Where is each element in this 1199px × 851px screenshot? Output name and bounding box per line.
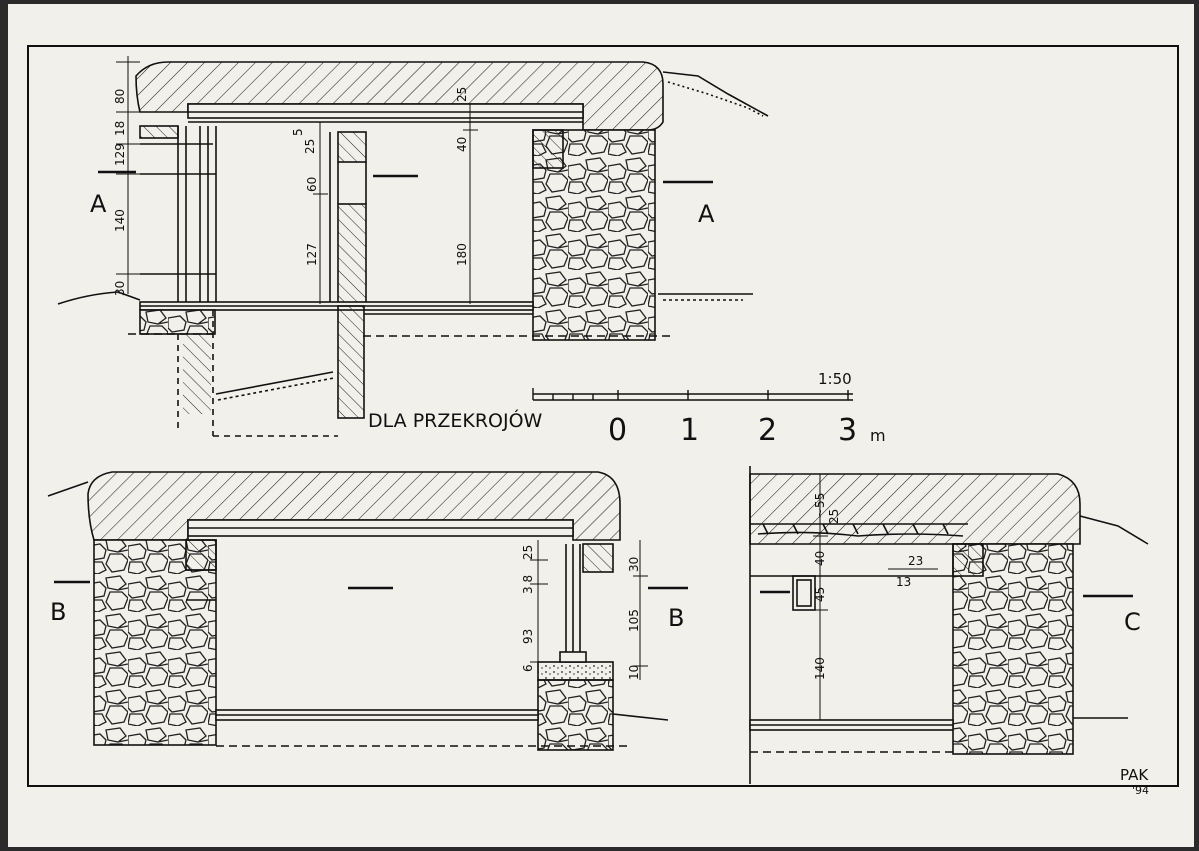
dim-b-93: 93: [521, 629, 535, 644]
section-label-b-left: B: [50, 598, 66, 626]
scale-caption: DLA PRZEKROJÓW: [368, 408, 543, 432]
scale-tick-1: 1: [680, 413, 699, 448]
dim-c-25: 25: [827, 509, 841, 524]
dim-c-45: 45: [813, 587, 827, 602]
signature-year: '94: [1132, 784, 1149, 797]
section-label-c-right: C: [1124, 608, 1141, 636]
section-c-drawing: [749, 466, 1149, 784]
dim-a-80: 80: [113, 89, 127, 104]
signature-initials: PAK: [1120, 766, 1149, 784]
section-label-a-left: A: [90, 190, 107, 218]
stone-wall-c: [952, 543, 1074, 755]
dim-a-140: 140: [113, 209, 127, 232]
drawing-sheet: A A 80 18 129 140 30 25 40 5 25 60 127 1…: [8, 4, 1194, 847]
dim-b-6: 6: [521, 664, 535, 672]
roof-slab-b: [87, 471, 621, 541]
dim-a-60: 60: [305, 177, 319, 192]
dim-a-25-top: 25: [455, 87, 469, 102]
dim-a-180: 180: [455, 243, 469, 266]
scale-tick-0: 0: [608, 413, 627, 448]
section-b-dimensions: B B 25 3 8 93 6 30 105 10: [50, 545, 684, 680]
dim-b-38: 3 8: [521, 575, 535, 594]
dim-c-13: 13: [896, 575, 911, 589]
section-c-dimensions: C ~55 25 40 45 140 23 13: [813, 493, 1141, 680]
dim-c-140: 140: [813, 657, 827, 680]
stone-wall-b-right: [537, 679, 614, 751]
dim-a-25: 25: [303, 139, 317, 154]
dim-a-40: 40: [455, 137, 469, 152]
roof-slab-a: [135, 61, 664, 131]
sheet-frame: [27, 45, 1179, 787]
section-label-b-right: B: [668, 604, 684, 632]
section-b-drawing: [47, 471, 688, 751]
section-a-drawing: [57, 56, 769, 437]
dim-b-10: 10: [627, 665, 641, 680]
section-label-a-right: A: [698, 200, 715, 228]
section-a-dimensions: A A 80 18 129 140 30 25 40 5 25 60 127 1…: [90, 87, 715, 296]
dim-a-5: 5: [291, 128, 305, 136]
roof-slab-c: [749, 473, 1081, 545]
scale-tick-3: 3: [838, 413, 857, 448]
scale-tick-2: 2: [758, 413, 777, 448]
technical-drawing: A A 80 18 129 140 30 25 40 5 25 60 127 1…: [27, 45, 1179, 797]
stone-wall-b-left: [93, 539, 217, 746]
dim-a-30: 30: [113, 281, 127, 296]
dim-c-23: 23: [908, 554, 923, 568]
dim-b-25: 25: [521, 545, 535, 560]
scale-ratio: 1:50: [818, 370, 852, 388]
dim-a-127: 127: [305, 243, 319, 266]
dim-a-129: 129: [113, 143, 127, 166]
dim-b-105: 105: [627, 609, 641, 632]
dim-c-55: ~55: [813, 493, 827, 518]
dim-b-30: 30: [627, 557, 641, 572]
scale-bar: [532, 388, 853, 401]
scale-unit: m: [870, 426, 886, 445]
dim-c-40: 40: [813, 551, 827, 566]
dim-a-18: 18: [113, 121, 127, 136]
